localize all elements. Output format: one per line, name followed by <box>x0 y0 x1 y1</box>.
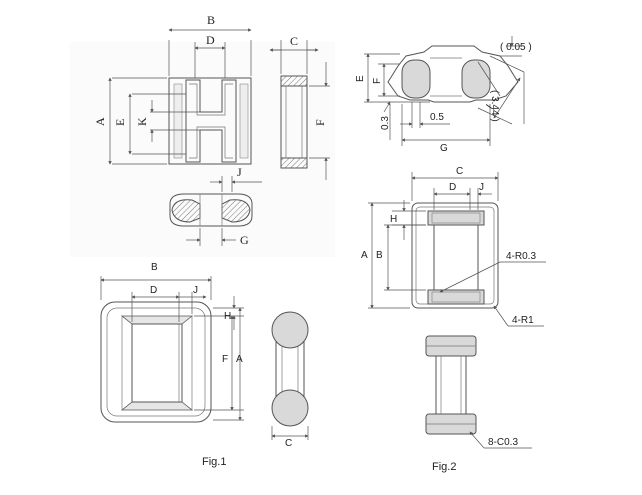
fig1-main-label-H: H <box>224 311 231 322</box>
fig2-label-G: G <box>440 143 448 154</box>
fig1-caption: Fig.1 <box>202 456 226 468</box>
fig1-main-label-F: F <box>222 354 228 365</box>
fig1-label-G: G <box>240 233 249 247</box>
fig2-label-A: A <box>361 250 368 261</box>
fig1-bottom-core <box>169 193 253 227</box>
fig2-caption: Fig.2 <box>432 461 456 473</box>
fig1-label-J: J <box>237 165 242 179</box>
fig2-outer-frame <box>411 202 499 309</box>
fig2-label-B: B <box>376 250 383 261</box>
fig1-label-F: F <box>313 119 327 126</box>
fig1-main-label-B: B <box>151 262 158 273</box>
fig2-label-0-5: 0.5 <box>430 112 444 123</box>
fig1-label-A: A <box>93 117 107 126</box>
fig2-label-r1: 4-R1 <box>512 315 534 326</box>
fig1-label-D: D <box>206 33 215 47</box>
fig1-main-label-A: A <box>236 354 243 365</box>
fig2-label-D: D <box>449 182 456 193</box>
fig1-main-label-J: J <box>193 285 198 296</box>
fig1-label-K: K <box>135 117 149 126</box>
fig2-bobbin: 8-C0.3 Fig.2 <box>425 335 532 473</box>
fig2-label-c0-3: 8-C0.3 <box>488 437 518 448</box>
fig1-label-C: C <box>290 34 298 48</box>
fig2-label-J: J <box>479 182 484 193</box>
fig1-main-view: B D J H F A C Fig.1 <box>100 262 309 468</box>
fig1-main-label-C: C <box>285 438 292 449</box>
fig2-label-r0-3: 4-R0.3 <box>506 251 536 262</box>
fig1-top-view: B D A E K C F <box>70 13 335 257</box>
fig1-label-B: B <box>207 13 215 27</box>
fig1-label-E: E <box>113 119 127 126</box>
fig2-label-I: I <box>484 103 495 112</box>
fig2-front-view: C D J H A B 4-R0.3 4-R1 <box>361 166 546 327</box>
fig2-label-F: F <box>372 78 383 84</box>
fig2-label-E: E <box>355 75 366 82</box>
fig2-top-view: E F 0.3 0.5 G ( 0.05 ) I ( 3.44 ) <box>355 36 532 154</box>
fig2-label-C: C <box>456 166 463 177</box>
fig2-label-0-05: ( 0.05 ) <box>500 42 532 53</box>
fig1-main-label-D: D <box>150 285 157 296</box>
fig2-label-H: H <box>390 214 397 225</box>
fig1-side-cylinder <box>271 311 309 427</box>
fig1-outer-frame <box>100 301 212 423</box>
fig2-label-0-3: 0.3 <box>380 116 391 130</box>
fig2-label-3-44: ( 3.44 ) <box>489 90 500 122</box>
